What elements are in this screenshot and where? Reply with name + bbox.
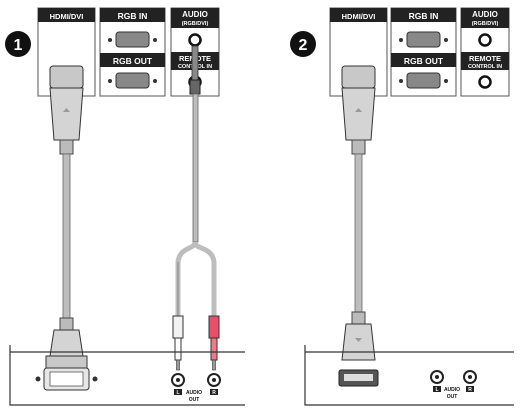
step-number-1: 1 (14, 37, 23, 54)
audio-sub-label-2: (RGB/DVI) (472, 21, 499, 27)
pc-rear-panel-1: L R AUDIO OUT (10, 345, 245, 405)
audio-out-left-label-2: L (435, 387, 438, 393)
audio-out-sub-label-2: OUT (447, 394, 458, 400)
step-badge-1: 1 (5, 31, 31, 57)
hdmi-dvi-label-1: HDMI/DVI (50, 12, 84, 21)
hdmi-cable-2 (342, 66, 375, 360)
rgb-out-label-1: RGB OUT (113, 56, 153, 66)
audio-out-right-label-1: R (212, 390, 216, 396)
rgb-out-label-2: RGB OUT (404, 56, 444, 66)
rgb-in-label-2: RGB IN (409, 11, 439, 21)
step-badge-2: 2 (290, 31, 316, 57)
audio-label-1: AUDIO (182, 10, 208, 19)
hdmi-dvi-label-2: HDMI/DVI (342, 12, 376, 21)
pc-rear-panel-2: L R AUDIO OUT (305, 345, 514, 405)
control-in-label-2: CONTROL IN (468, 64, 502, 70)
hdmi-dvi-cable-1 (46, 66, 87, 368)
audio-out-label-1: AUDIO (186, 390, 202, 396)
audio-out-sub-label-1: OUT (189, 397, 200, 403)
audio-sub-label-1: (RGB/DVI) (182, 21, 209, 27)
remote-label-2: REMOTE (469, 54, 501, 63)
audio-label-2: AUDIO (472, 10, 498, 19)
audio-out-label-2: AUDIO (444, 387, 460, 393)
audio-out-right-label-2: R (468, 387, 472, 393)
step-number-2: 2 (299, 37, 308, 54)
rgb-in-label-1: RGB IN (118, 11, 148, 21)
audio-out-left-label-1: L (176, 390, 179, 396)
